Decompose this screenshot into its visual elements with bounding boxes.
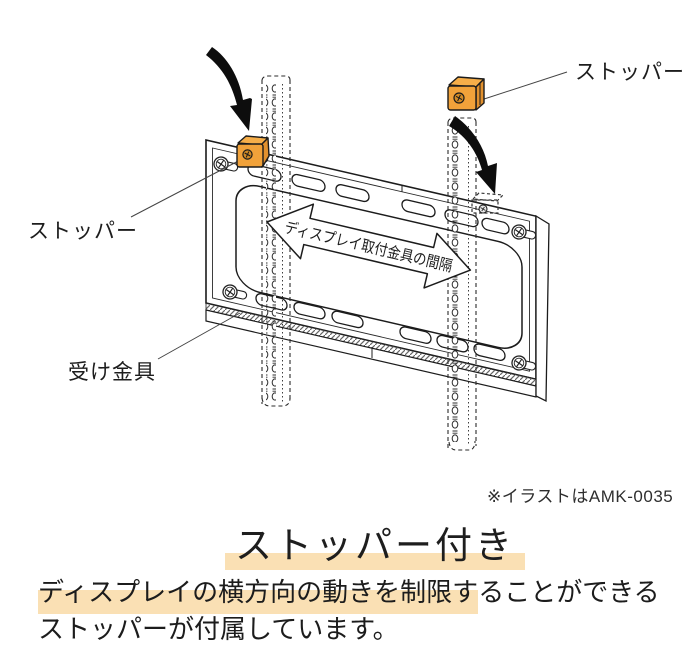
install-arrow-left [206, 47, 252, 131]
label-stopper-right: ストッパー [575, 61, 685, 84]
display-rail-right [447, 117, 477, 451]
caption-body: ディスプレイの横方向の動きを制限することができる ストッパーが付属しています。 [38, 574, 700, 648]
caption-body-rest: ることができる [478, 577, 660, 607]
stopper-ghost [471, 192, 505, 214]
mount-diagram: ディスプレイ取付金具の間隔 [28, 47, 685, 506]
caption-body-line2: ストッパーが付属しています。 [38, 614, 399, 644]
leader-lines [130, 71, 568, 360]
caption-section: ストッパー付き ディスプレイの横方向の動きを制限することができる ストッパーが付… [0, 525, 700, 648]
stopper-mounted [236, 135, 270, 168]
caption-title-row: ストッパー付き [25, 525, 700, 570]
wall-plate [205, 139, 550, 403]
illustration-note: ※イラストはAMK-0035 [487, 487, 673, 506]
label-receiver: 受け金具 [68, 361, 156, 384]
plate-right-flange [535, 214, 550, 403]
stopper-floating [447, 76, 485, 111]
label-stopper-left: ストッパー [28, 220, 138, 243]
install-arrow-right [449, 116, 497, 194]
caption-body-highlighted: ディスプレイの横方向の動きを制限す [38, 577, 479, 614]
caption-title: ストッパー付き [225, 525, 525, 570]
install-arrows [206, 47, 497, 194]
